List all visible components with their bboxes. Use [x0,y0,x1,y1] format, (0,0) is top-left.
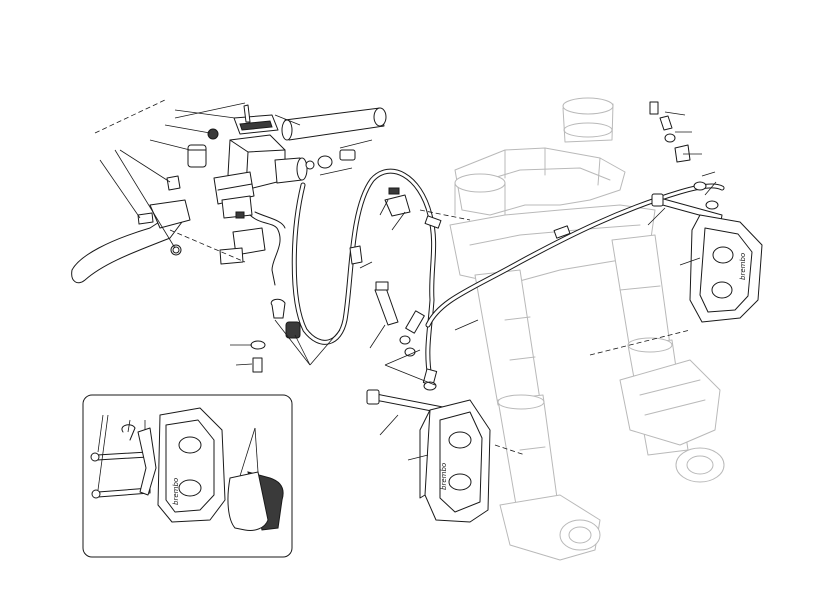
small-hardware [137,101,719,391]
inset-caliper-brand-text: brembo [172,478,180,505]
inset-panel: brembo [82,394,293,558]
inset-panel-frame [82,394,293,558]
brake-caliper-left: brembo [419,399,491,523]
brake-caliper-right: brembo [689,214,763,323]
caliper-bolts [366,193,723,415]
brake-light-switch [219,195,286,286]
brake-hoses [291,168,725,386]
brake-lever [71,199,191,284]
caliper-brand-text: brembo [440,463,448,490]
master-cylinder [166,104,387,205]
caliper-brand-text-right: brembo [739,253,747,280]
leader-lines [94,99,717,461]
front-fork-ghost [449,97,725,561]
